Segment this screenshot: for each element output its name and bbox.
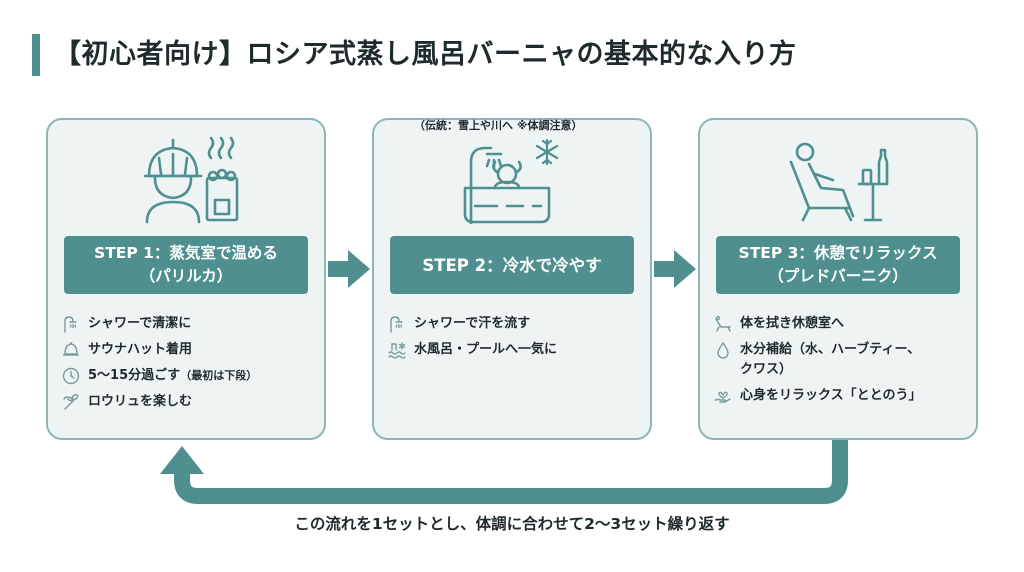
step-3-title: STEP 3：休憩でリラックス	[738, 244, 938, 262]
list-item: シャワーで汗を流す	[388, 314, 640, 334]
list-item: サウナハット着用	[62, 340, 314, 360]
step-2-label: STEP 2：冷水で冷やす	[390, 236, 634, 294]
venik-branch-icon	[62, 393, 80, 411]
arrow-right-icon	[328, 250, 370, 288]
step-1-title: STEP 1：蒸気室で温める	[94, 244, 278, 262]
step-3-card: STEP 3：休憩でリラックス （プレドバーニク） 体を拭き休憩室へ 水分補給（…	[698, 118, 978, 440]
person-relaxing-in-chair-icon	[789, 142, 889, 222]
list-item: 水分補給（水、ハーブティー、クワス）	[714, 340, 966, 380]
step-1-label: STEP 1：蒸気室で温める （パリルカ）	[64, 236, 308, 294]
step-1-list: シャワーで清潔に サウナハット着用 5〜15分過ごす（最初は下段） ロウリュを楽…	[62, 314, 314, 418]
step-2-list: シャワーで汗を流す 水風呂・プールへ一気に	[388, 314, 640, 366]
step-3-subtitle: （プレドバーニク）	[768, 267, 908, 285]
hand-heart-icon	[714, 387, 732, 405]
step-2-title: STEP 2：冷水で冷やす	[422, 255, 602, 275]
step-3-list: 体を拭き休憩室へ 水分補給（水、ハーブティー、クワス） 心身をリラックス「ととの…	[714, 314, 966, 412]
repeat-instruction: この流れを1セットとし、体調に合わせて2〜3セット繰り返す	[294, 515, 730, 533]
list-item: シャワーで清潔に	[62, 314, 314, 334]
list-item: 心身をリラックス「ととのう」	[714, 386, 966, 406]
shower-bath-snowflake-icon	[463, 138, 559, 224]
list-item: 体を拭き休憩室へ	[714, 314, 966, 334]
list-item: ロウリュを楽しむ	[62, 392, 314, 412]
shower-icon	[62, 315, 80, 333]
step-2-card: STEP 2：冷水で冷やす シャワーで汗を流す 水風呂・プールへ一気に （伝統：…	[372, 118, 652, 440]
clock-icon	[62, 367, 80, 385]
step-3-label: STEP 3：休憩でリラックス （プレドバーニク）	[716, 236, 960, 294]
sauna-hat-person-with-stove-icon	[143, 136, 239, 224]
arrow-right-icon	[654, 250, 696, 288]
page-title: 【初心者向け】ロシア式蒸し風呂バーニャの基本的な入り方	[54, 39, 797, 70]
water-drop-icon	[714, 341, 732, 359]
step-1-subtitle: （パリルカ）	[139, 267, 233, 285]
shower-icon	[388, 315, 406, 333]
lounge-chair-icon	[714, 315, 732, 333]
list-item: 5〜15分過ごす（最初は下段）	[62, 366, 314, 386]
sauna-hat-icon	[62, 341, 80, 359]
title-accent-bar	[32, 34, 40, 76]
step-1-card: STEP 1：蒸気室で温める （パリルカ） シャワーで清潔に サウナハット着用 …	[46, 118, 326, 440]
step-2-note: （伝統：雪上や川へ ※体調注意）	[414, 119, 583, 132]
list-item: 水風呂・プールへ一気に	[388, 340, 640, 360]
cold-pool-icon	[388, 341, 406, 359]
